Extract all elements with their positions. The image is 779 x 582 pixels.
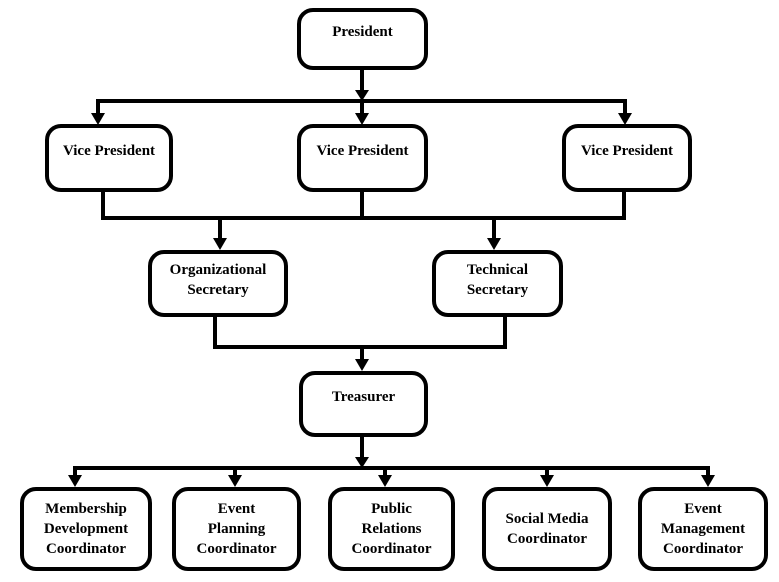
node-event-planning-coordinator: Event Planning Coordinator — [172, 487, 301, 571]
node-vice-president-1: Vice President — [45, 124, 173, 192]
node-membership-development-coordinator: Membership Development Coordinator — [20, 487, 152, 571]
node-event-management-coordinator: Event Management Coordinator — [638, 487, 768, 571]
node-president: President — [297, 8, 428, 70]
node-public-relations-coordinator: Public Relations Coordinator — [328, 487, 455, 571]
edge-vice-presidents-to-secretaries — [101, 190, 626, 250]
edge-treasurer-to-coordinators — [68, 435, 715, 487]
node-technical-secretary: Technical Secretary — [432, 250, 563, 317]
node-social-media-coordinator: Social Media Coordinator — [482, 487, 612, 571]
edge-president-to-vice-presidents — [91, 68, 632, 125]
node-treasurer: Treasurer — [299, 371, 428, 437]
edge-secretaries-to-treasurer — [213, 315, 507, 371]
node-vice-president-3: Vice President — [562, 124, 692, 192]
node-organizational-secretary: Organizational Secretary — [148, 250, 288, 317]
node-vice-president-2: Vice President — [297, 124, 428, 192]
